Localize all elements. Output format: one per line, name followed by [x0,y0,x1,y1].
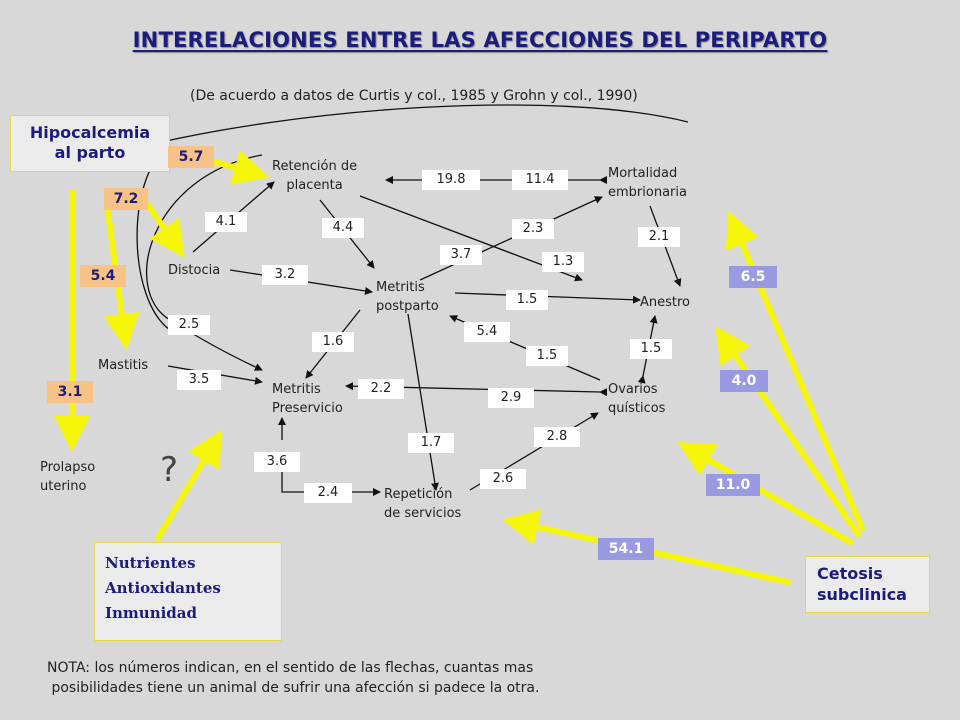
footnote-line1: NOTA: los números indican, en el sentido… [47,660,534,676]
page-title: INTERELACIONES ENTRE LAS AFECCIONES DEL … [132,28,828,52]
yellow-arrow-hipo-retencion [212,150,270,185]
node-prolapso-line1: Prolapso [40,460,96,475]
orange-value-box: 3.1 [47,381,93,403]
footnote: NOTA: los números indican, en el sentido… [47,658,539,698]
value-box: 2.1 [638,227,680,247]
value-box: 11.4 [512,170,568,190]
node-metritis-post-line2: postparto [376,299,439,314]
node-mortalidad-line1: Mortalidad [608,166,678,181]
yellow-arrow-cetosis-ovarios [677,441,853,545]
value-box: 2.5 [168,315,210,335]
blue-value-box: 4.0 [720,370,768,392]
cetosis-box: Cetosis subclinica [805,556,930,613]
value-box: 3.2 [262,265,308,285]
value-box: 4.4 [322,218,364,238]
curve-mastitis-to-metritis-pre [146,154,263,371]
node-metritis-post-line1: Metritis [376,280,425,295]
node-retencion-line2: placenta [286,178,343,193]
nutrientes-box: Nutrientes Antioxidantes Inmunidad [94,542,282,641]
hipocalcemia-line2: al parto [54,143,126,162]
value-box: 2.4 [304,483,352,503]
question-mark: ? [160,450,179,490]
value-box: 1.5 [630,339,672,359]
yellow-arrow-nutrientes [155,429,223,541]
orange-value-box: 5.4 [80,265,126,287]
node-distocia: Distocia [168,263,221,278]
nutrientes-line1: Nutrientes [105,554,196,572]
node-repeticion-servicios: Repetición de servicios [384,485,461,523]
cetosis-line1: Cetosis [817,564,883,583]
node-prolapso-line2: uterino [40,479,87,494]
node-retencion-line1: Retención de [272,159,358,174]
value-box: 3.7 [440,245,482,265]
value-box: 4.1 [205,212,247,232]
node-repeticion-line2: de servicios [384,506,462,521]
value-box: 1.5 [506,290,548,310]
value-box: 1.7 [408,433,454,453]
node-repeticion-line1: Repetición [384,487,453,502]
value-box: 1.6 [312,332,354,352]
hipocalcemia-line1: Hipocalcemia [29,123,151,142]
value-box: 1.3 [542,252,584,272]
curve-hipo-top [119,104,689,153]
value-box: 2.8 [534,427,580,447]
node-anestro: Anestro [640,295,691,310]
orange-value-box: 5.7 [168,146,214,168]
value-box: 2.3 [512,219,554,239]
cetosis-line2: subclinica [817,585,907,604]
page-subtitle: (De acuerdo a datos de Curtis y col., 19… [190,88,638,104]
arrow-metritis-repeticion [407,313,439,491]
node-metritis-pre-line1: Metritis [272,382,321,397]
node-ovarios-quisticos: Ovarios quísticos [608,380,665,418]
blue-value-box: 6.5 [729,266,777,288]
node-mortalidad-embrionaria: Mortalidad embrionaria [608,164,687,202]
value-box: 3.6 [254,452,300,472]
nutrientes-line2: Antioxidantes [105,579,221,597]
blue-value-box: 11.0 [706,474,760,496]
arrow-metritis-mortalidad [419,196,603,281]
orange-value-box: 7.2 [104,188,148,210]
value-box: 2.9 [488,388,534,408]
node-ovarios-line1: Ovarios [608,382,658,397]
node-prolapso-uterino: Prolapso uterino [40,458,95,496]
yellow-arrow-cetosis-anestro [715,326,861,537]
value-box: 19.8 [422,170,480,190]
value-box: 3.5 [177,370,221,390]
value-box: 2.6 [480,469,526,489]
node-metritis-pre-line2: Preservicio [272,401,343,416]
value-box: 1.5 [526,346,568,366]
node-mastitis: Mastitis [98,358,149,373]
node-mortalidad-line2: embrionaria [608,185,687,200]
hipocalcemia-box: Hipocalcemia al parto [10,115,170,172]
node-metritis-preservicio: Metritis Preservicio [272,380,343,418]
node-retencion-placenta: Retención de placenta [272,157,357,195]
yellow-arrow-hipo-distocia [145,202,185,258]
nutrientes-line3: Inmunidad [105,604,197,622]
value-box: 5.4 [464,322,510,342]
footnote-line2: posibilidades tiene un animal de sufrir … [47,680,540,696]
blue-value-box: 54.1 [598,538,654,560]
node-metritis-postparto: Metritis postparto [376,278,439,316]
node-ovarios-line2: quísticos [608,401,666,416]
value-box: 2.2 [358,379,404,399]
